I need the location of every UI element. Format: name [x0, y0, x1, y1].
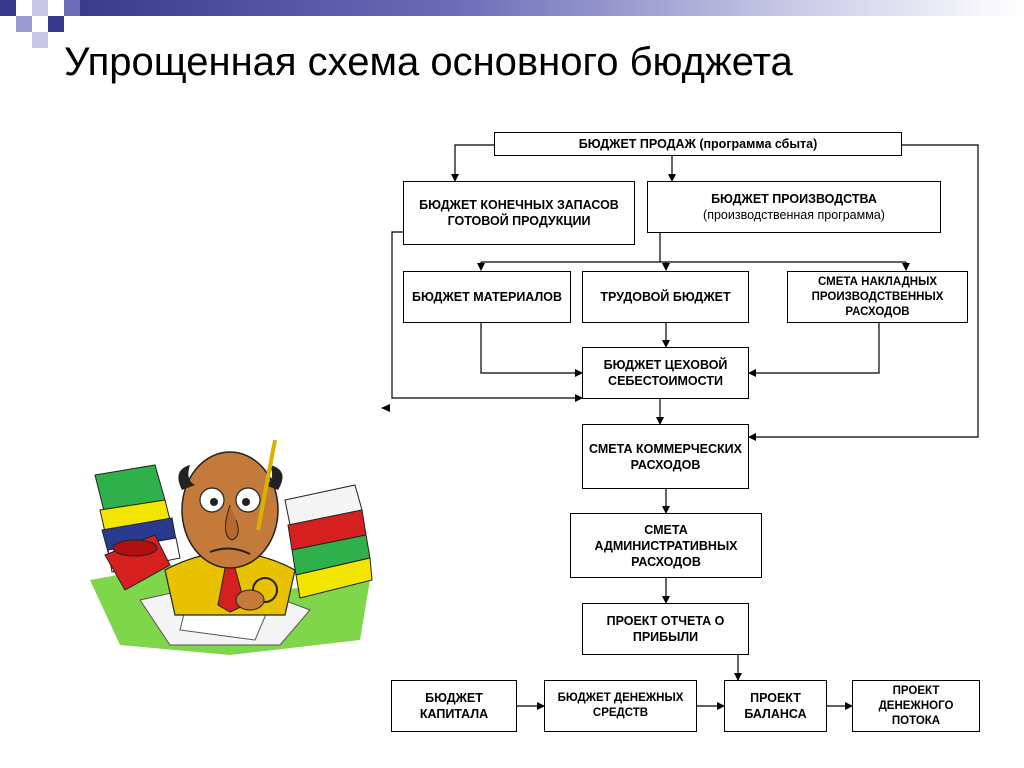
- box-capital-label: БЮДЖЕТ КАПИТАЛА: [419, 691, 489, 721]
- box-profit-label: ПРОЕКТ ОТЧЕТА О ПРИБЫЛИ: [606, 614, 725, 644]
- box-shop-cost-budget: БЮДЖЕТ ЦЕХОВОЙ СЕБЕСТОИМОСТИ: [582, 347, 749, 399]
- box-balance-label: ПРОЕКТ БАЛАНСА: [744, 691, 807, 721]
- box-capital-budget: БЮДЖЕТ КАПИТАЛА: [391, 680, 517, 732]
- slide-title: Упрощенная схема основного бюджета: [64, 40, 793, 84]
- stray-arrowhead: [381, 404, 390, 412]
- arrow-sales-to-inventory: [451, 144, 494, 182]
- decor-square: [16, 16, 32, 32]
- box-cashflow-label: ПРОЕКТ ДЕНЕЖНОГО ПОТОКА: [878, 684, 954, 727]
- box-sales-label: БЮДЖЕТ ПРОДАЖ (программа сбыта): [578, 137, 818, 151]
- box-shop-cost-label: БЮДЖЕТ ЦЕХОВОЙ СЕБЕСТОИМОСТИ: [603, 358, 728, 388]
- decor-square: [64, 0, 80, 16]
- box-profit-report: ПРОЕКТ ОТЧЕТА О ПРИБЫЛИ: [582, 603, 749, 655]
- box-commercial-label: СМЕТА КОММЕРЧЕСКИХ РАСХОДОВ: [589, 441, 742, 472]
- box-overhead-label: СМЕТА НАКЛАДНЫХ ПРОИЗВОДСТВЕННЫХ РАСХОДО…: [811, 275, 944, 318]
- arrow-overhead-to-shopcost: [748, 323, 880, 377]
- header-gradient-bar: [74, 0, 1024, 16]
- box-overhead-estimate: СМЕТА НАКЛАДНЫХ ПРОИЗВОДСТВЕННЫХ РАСХОДО…: [787, 271, 968, 323]
- box-materials-label: БЮДЖЕТ МАТЕРИАЛОВ: [411, 290, 563, 304]
- box-production-label: БЮДЖЕТ ПРОИЗВОДСТВА: [711, 192, 877, 206]
- box-production-sublabel: (производственная программа): [703, 208, 885, 222]
- box-commercial-expenses: СМЕТА КОММЕРЧЕСКИХ РАСХОДОВ: [582, 424, 749, 489]
- box-inventory-budget: БЮДЖЕТ КОНЕЧНЫХ ЗАПАСОВ ГОТОВОЙ ПРОДУКЦИ…: [403, 181, 635, 245]
- arrow-materials-to-shopcost: [480, 323, 583, 377]
- decor-square: [48, 16, 64, 32]
- decor-square: [0, 0, 16, 16]
- box-cash-label: БЮДЖЕТ ДЕНЕЖНЫХ СРЕДСТВ: [557, 692, 684, 719]
- box-balance-project: ПРОЕКТ БАЛАНСА: [724, 680, 827, 732]
- box-production-budget: БЮДЖЕТ ПРОИЗВОДСТВА (производственная пр…: [647, 181, 941, 233]
- arrow-sales-to-commercial: [748, 144, 979, 441]
- box-labor-budget: ТРУДОВОЙ БЮДЖЕТ: [582, 271, 749, 323]
- box-labor-label: ТРУДОВОЙ БЮДЖЕТ: [600, 290, 731, 304]
- stressed-accountant-illustration: [90, 440, 373, 655]
- box-materials-budget: БЮДЖЕТ МАТЕРИАЛОВ: [403, 271, 571, 323]
- box-cash-budget: БЮДЖЕТ ДЕНЕЖНЫХ СРЕДСТВ: [544, 680, 697, 732]
- box-cashflow-project: ПРОЕКТ ДЕНЕЖНОГО ПОТОКА: [852, 680, 980, 732]
- box-admin-label: СМЕТА АДМИНИСТРАТИВНЫХ РАСХОДОВ: [594, 522, 738, 569]
- box-sales-budget: БЮДЖЕТ ПРОДАЖ (программа сбыта): [494, 132, 902, 156]
- decor-square: [0, 32, 16, 48]
- box-admin-expenses: СМЕТА АДМИНИСТРАТИВНЫХ РАСХОДОВ: [570, 513, 762, 578]
- box-inventory-label: БЮДЖЕТ КОНЕЧНЫХ ЗАПАСОВ ГОТОВОЙ ПРОДУКЦИ…: [419, 198, 619, 228]
- arrow-inventory-to-shopcost: [391, 231, 583, 402]
- decor-square: [32, 32, 48, 48]
- decor-square: [32, 0, 48, 16]
